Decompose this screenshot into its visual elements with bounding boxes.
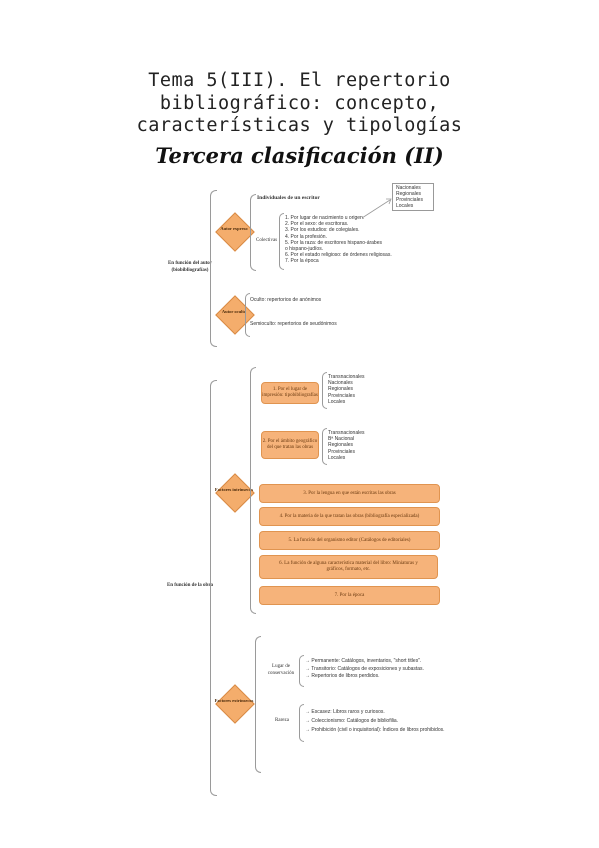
- list-item: Bª Nacional: [328, 436, 355, 443]
- conservacion-list: → Permanente: Catálogos, inventarios, "s…: [305, 658, 424, 681]
- list-item: Regionales: [328, 442, 354, 449]
- material-box: 6. La función de alguna característica m…: [259, 555, 438, 579]
- title-line-1: Tema 5(III). El repertorio: [148, 70, 451, 91]
- list-item: → Transitorio: Catálogos de exposiciones…: [305, 665, 424, 672]
- conservacion-label: Lugar de conservación: [267, 664, 295, 676]
- autor-brace: [210, 190, 217, 347]
- ambito-list: Transnacionales Bª Nacional Regionales P…: [328, 430, 365, 461]
- list-item: Locales: [328, 398, 346, 405]
- list-item: 7. Por la época: [285, 258, 319, 265]
- list-item: 6. Por el estado religioso: de órdenes r…: [285, 252, 392, 259]
- title-line-2: bibliográfico: concepto,: [159, 93, 440, 114]
- autor-expreso-label: Autor expreso: [220, 226, 248, 231]
- epoca-box: 7. Por la época: [259, 586, 440, 605]
- list-item: o hispano-judíos.: [285, 246, 324, 253]
- title-line-3: características y tipologías: [136, 115, 463, 136]
- subtitle: Tercera clasificación (II): [155, 143, 444, 168]
- lugar-boxed-list: Nacionales Regionales Provinciales Local…: [392, 183, 434, 211]
- list-item: Transnacionales: [328, 374, 365, 380]
- impresion-brace: [322, 372, 327, 409]
- individuales-label: Individuales de un escritor: [257, 195, 320, 201]
- oculto-item: Oculto: repertorios de anónimos: [250, 297, 322, 303]
- impresion-list: Transnacionales Nacionales Regionales Pr…: [328, 374, 365, 405]
- list-item: 1. Por lugar de nacimiento u origen.: [285, 215, 365, 221]
- list-item: 5. Por la raza: de escritores hispano-ár…: [285, 239, 382, 246]
- list-item: → Repertorios de libros perdidos.: [305, 673, 380, 679]
- oculto-brace: [245, 293, 250, 337]
- ambito-brace: [322, 428, 327, 465]
- ambito-box: 2. Por el ámbito geográfico del que trat…: [261, 431, 319, 459]
- list-item: Provinciales: [328, 448, 355, 455]
- list-item: Provinciales: [396, 197, 423, 203]
- list-item: → Prohibición (civil o inquisitorial): Í…: [305, 727, 445, 733]
- list-item: Nacionales: [328, 380, 353, 387]
- list-item: Regionales: [396, 191, 422, 197]
- list-item: Transnacionales: [328, 430, 365, 436]
- autor-oculto-label: Autor oculto: [221, 309, 247, 314]
- list-item: → Permanente: Catálogos, inventarios, "s…: [305, 658, 422, 664]
- materia-box: 4. Por la materia de la que tratan las o…: [259, 507, 440, 526]
- colectivas-brace: [279, 213, 284, 270]
- intrinsecos-label: Factores intrínsecos: [214, 487, 254, 492]
- organismo-editor-box: 5. La función del organismo editor (Catá…: [259, 531, 440, 550]
- extrinsecos-label: Factores extrínsecos: [214, 698, 254, 703]
- rareza-label: Rareza: [275, 718, 289, 723]
- semioculto-item: Semioculto: repertorios de seudónimos: [250, 321, 337, 327]
- intrinsecos-diamond: [215, 473, 255, 513]
- conservacion-brace: [299, 655, 304, 687]
- autor-label: En función del autor (biobibliografías): [167, 261, 213, 273]
- list-item: Nacionales: [396, 185, 421, 191]
- list-item: Locales: [396, 203, 414, 209]
- obra-label: En función de la obra: [166, 583, 214, 588]
- list-item: 4. Por la profesión.: [285, 233, 327, 240]
- lengua-box: 3. Por la lengua en que están escritas l…: [259, 484, 440, 503]
- extrinsecos-brace: [255, 636, 261, 773]
- list-item: Regionales: [328, 386, 354, 393]
- list-item: Provinciales: [328, 392, 355, 399]
- colectivas-list: 1. Por lugar de nacimiento u origen. 2. …: [285, 215, 392, 265]
- autor-expreso-diamond: [215, 212, 255, 252]
- extrinsecos-diamond: [215, 684, 255, 724]
- list-item: → Coleccionismo: Catálogos de bibliofili…: [305, 718, 399, 724]
- obra-brace: [210, 380, 217, 796]
- list-item: → Escasez: Libros raros y curiosos.: [305, 709, 385, 715]
- rareza-list: → Escasez: Libros raros y curiosos. → Co…: [305, 708, 445, 735]
- lugar-impresion-box: 1. Por el lugar de impresión: tipobiblio…: [261, 382, 319, 404]
- colectivas-label: Colectivas: [256, 238, 278, 243]
- list-item: 2. Por el sexo: de escritoras.: [285, 221, 349, 228]
- intrinsecos-brace: [250, 367, 256, 614]
- list-item: 3. Por los estudios: de colegiales.: [285, 227, 360, 234]
- rareza-brace: [299, 704, 304, 742]
- arrow-icon: [361, 198, 392, 219]
- expreso-brace: [250, 194, 256, 271]
- list-item: Locales: [328, 454, 346, 461]
